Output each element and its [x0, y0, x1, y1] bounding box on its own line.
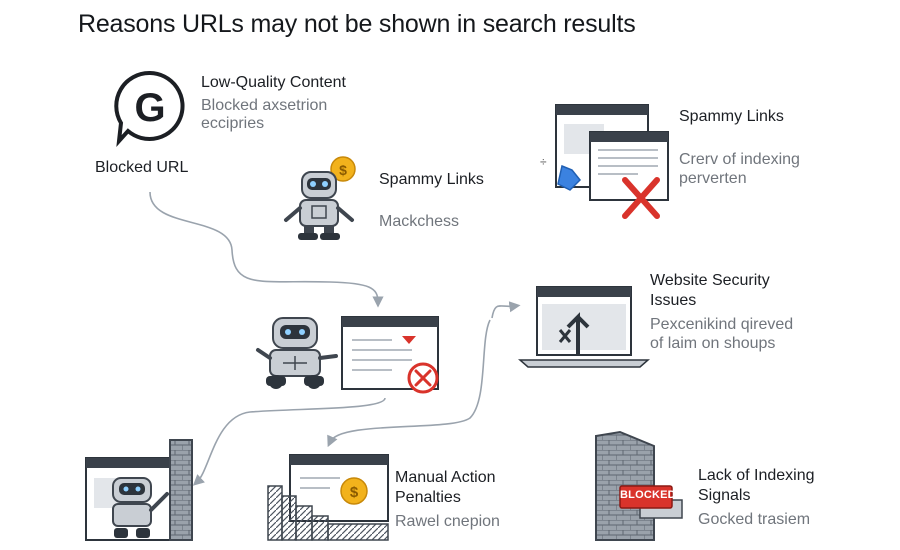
stacked-windows-x-icon: ÷ — [540, 104, 669, 219]
security-label-2: Issues — [650, 292, 697, 309]
lack-sub: Gocked trasiem — [698, 511, 811, 528]
svg-text:$: $ — [339, 162, 347, 178]
connector-blocked-url — [149, 191, 384, 308]
page-title: Reasons URLs may not be shown in search … — [78, 10, 636, 38]
lack-label-1: Lack of Indexing — [698, 467, 815, 484]
svg-text:G: G — [134, 86, 165, 130]
laptop-upload-icon — [518, 286, 650, 368]
manual-label-2: Penalties — [395, 489, 461, 506]
spammy-links-windows-sub-2: perverten — [679, 170, 747, 187]
manual-sub: Rawel cnepion — [395, 513, 500, 530]
robot-wall-icon — [85, 439, 193, 541]
security-sub-2: of laim on shoups — [650, 335, 776, 352]
blocked-url-label: Blocked URL — [95, 159, 189, 176]
connector-to-security — [491, 301, 521, 319]
spammy-links-windows-label: Spammy Links — [679, 108, 784, 125]
low-quality-sub-2: eccipries — [201, 115, 265, 132]
robot-browser-error-icon — [256, 316, 439, 394]
low-quality-sub-1: Blocked axsetrion — [201, 97, 328, 114]
blocked-wall-icon — [595, 430, 683, 541]
svg-text:÷: ÷ — [540, 155, 547, 169]
lack-label-2: Signals — [698, 487, 751, 504]
google-g-icon: G — [114, 70, 185, 147]
svg-text:$: $ — [350, 484, 359, 501]
spammy-links-robot-sub: Mackchess — [379, 213, 460, 230]
spammy-links-windows-sub-1: Crerv of indexing — [679, 151, 800, 168]
robot-coin-icon: $ — [284, 156, 356, 240]
blocked-sign-text: BLOCKED — [620, 489, 676, 501]
spammy-links-robot-label: Spammy Links — [379, 171, 484, 188]
connector-to-manual — [327, 319, 491, 448]
penalty-chart-icon: $ — [267, 454, 389, 541]
manual-label-1: Manual Action — [395, 469, 496, 486]
security-sub-1: Pexcenikind qireved — [650, 316, 794, 333]
security-label-1: Website Security — [650, 272, 770, 289]
connector-to-browser-wall — [192, 397, 386, 486]
low-quality-label: Low-Quality Content — [201, 74, 346, 91]
